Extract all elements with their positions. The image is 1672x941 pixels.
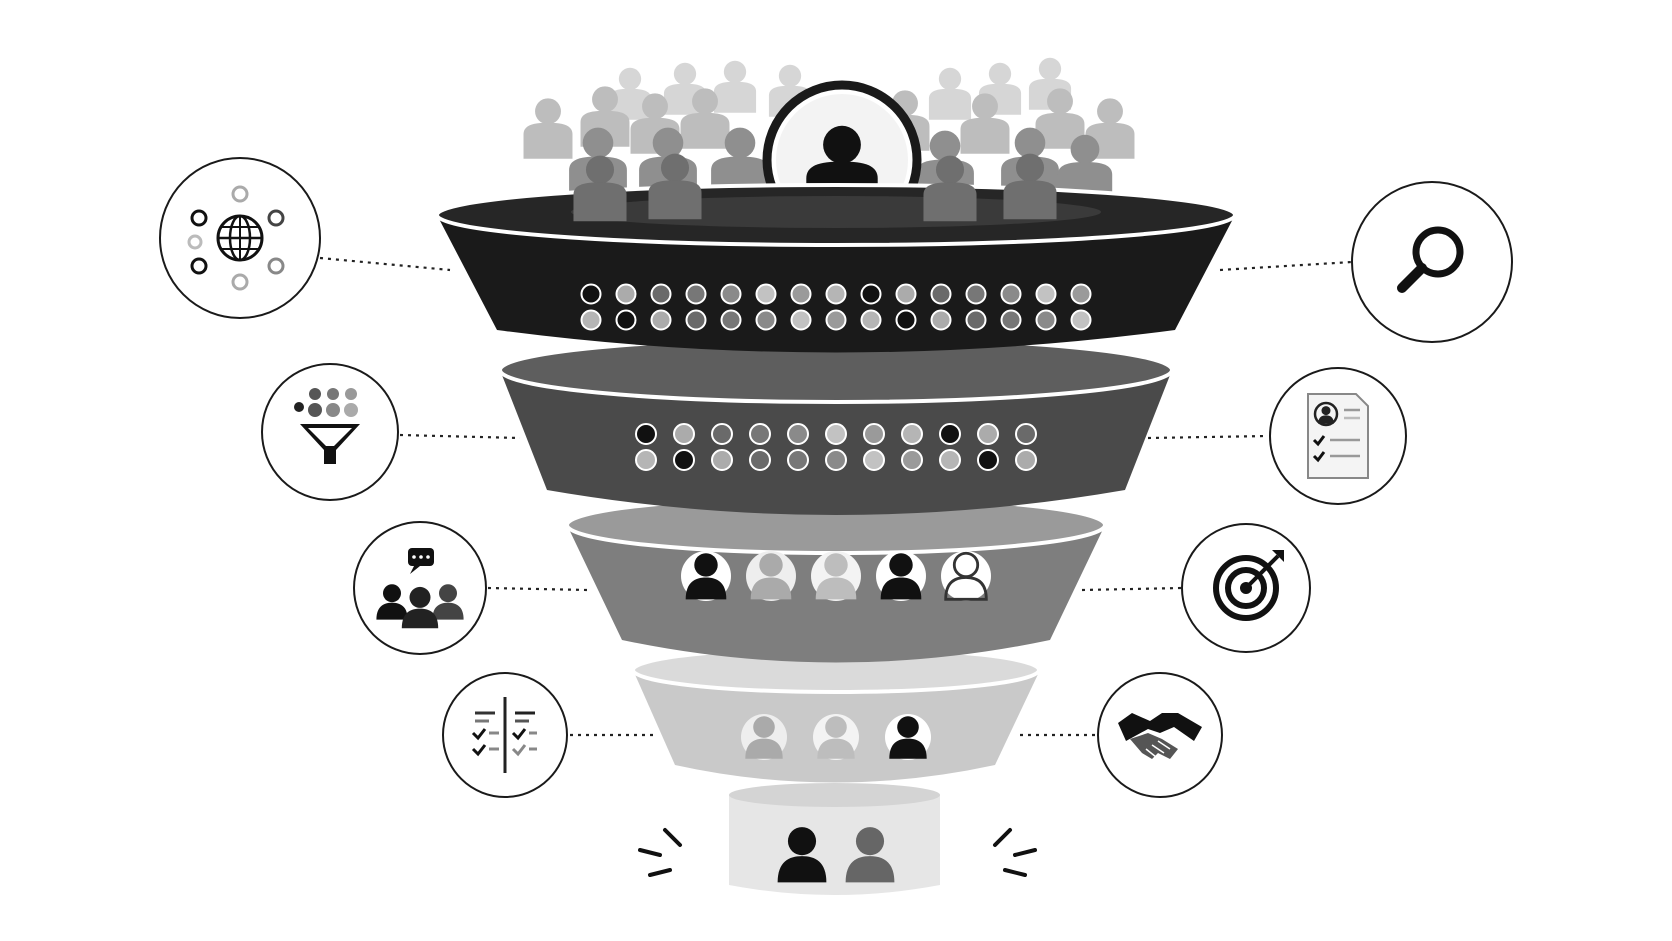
candidate-dot bbox=[965, 283, 987, 305]
candidate-dot bbox=[1000, 309, 1022, 331]
filter-funnel-icon bbox=[261, 363, 399, 501]
candidate-dot bbox=[790, 283, 812, 305]
checklist-compare-icon bbox=[442, 672, 568, 798]
stage-1-contents bbox=[580, 283, 1092, 331]
candidate-dot bbox=[685, 283, 707, 305]
candidate-dot bbox=[650, 283, 672, 305]
candidate-dot bbox=[825, 309, 847, 331]
candidate-dot bbox=[895, 309, 917, 331]
candidate-dot bbox=[825, 423, 847, 445]
left-icons bbox=[159, 157, 568, 798]
candidate-dot bbox=[615, 309, 637, 331]
candidate-dot bbox=[930, 283, 952, 305]
candidate-dot bbox=[825, 449, 847, 471]
candidate-dot bbox=[787, 423, 809, 445]
candidate-dot bbox=[787, 449, 809, 471]
funnel-stage-2 bbox=[498, 336, 1174, 515]
candidate-dot bbox=[673, 449, 695, 471]
candidate-dot bbox=[755, 283, 777, 305]
candidate-dot bbox=[580, 309, 602, 331]
stage-2-contents bbox=[635, 423, 1037, 471]
candidate-dot bbox=[825, 283, 847, 305]
candidate-dot bbox=[977, 423, 999, 445]
candidate-dot bbox=[635, 449, 657, 471]
connectors bbox=[319, 256, 1353, 737]
candidate-dot bbox=[749, 423, 771, 445]
resume-document-icon bbox=[1269, 367, 1407, 505]
candidate-dot bbox=[895, 283, 917, 305]
candidate-dot bbox=[790, 309, 812, 331]
candidate-dot bbox=[1015, 423, 1037, 445]
group-chat-icon bbox=[353, 521, 487, 655]
candidate-dot bbox=[863, 423, 885, 445]
candidate-dot bbox=[685, 309, 707, 331]
stage-4-contents bbox=[741, 714, 931, 760]
candidate-dot bbox=[720, 283, 742, 305]
funnel-stage-contents bbox=[580, 283, 1092, 883]
candidate-dot bbox=[863, 449, 885, 471]
highlight-sparks bbox=[638, 828, 1037, 877]
candidate-dot bbox=[1035, 283, 1057, 305]
candidate-dot bbox=[711, 449, 733, 471]
candidate-dot bbox=[860, 283, 882, 305]
candidate-dot bbox=[711, 423, 733, 445]
candidate-dot bbox=[749, 449, 771, 471]
candidate-dot bbox=[615, 283, 637, 305]
magnifier-icon bbox=[1351, 181, 1513, 343]
candidate-dot bbox=[1000, 283, 1022, 305]
candidate-dot bbox=[860, 309, 882, 331]
right-icons bbox=[1097, 181, 1513, 798]
candidate-dot bbox=[1015, 449, 1037, 471]
stage-3-contents bbox=[681, 551, 991, 601]
candidate-dot bbox=[901, 423, 923, 445]
candidate-dot bbox=[1035, 309, 1057, 331]
candidate-dot bbox=[939, 423, 961, 445]
candidate-dot bbox=[580, 283, 602, 305]
candidate-dot bbox=[720, 309, 742, 331]
candidate-dot bbox=[901, 449, 923, 471]
funnel-stage-5 bbox=[729, 783, 940, 895]
candidate-dot bbox=[1070, 283, 1092, 305]
candidate-dot bbox=[635, 423, 657, 445]
globe-network-icon bbox=[159, 157, 321, 319]
candidate-dot bbox=[755, 309, 777, 331]
candidate-dot bbox=[930, 309, 952, 331]
candidate-dot bbox=[1070, 309, 1092, 331]
handshake-icon bbox=[1097, 672, 1223, 798]
candidate-dot bbox=[673, 423, 695, 445]
target-icon bbox=[1181, 523, 1311, 653]
candidate-dot bbox=[650, 309, 672, 331]
candidate-dot bbox=[965, 309, 987, 331]
candidate-dot bbox=[939, 449, 961, 471]
candidate-dot bbox=[977, 449, 999, 471]
